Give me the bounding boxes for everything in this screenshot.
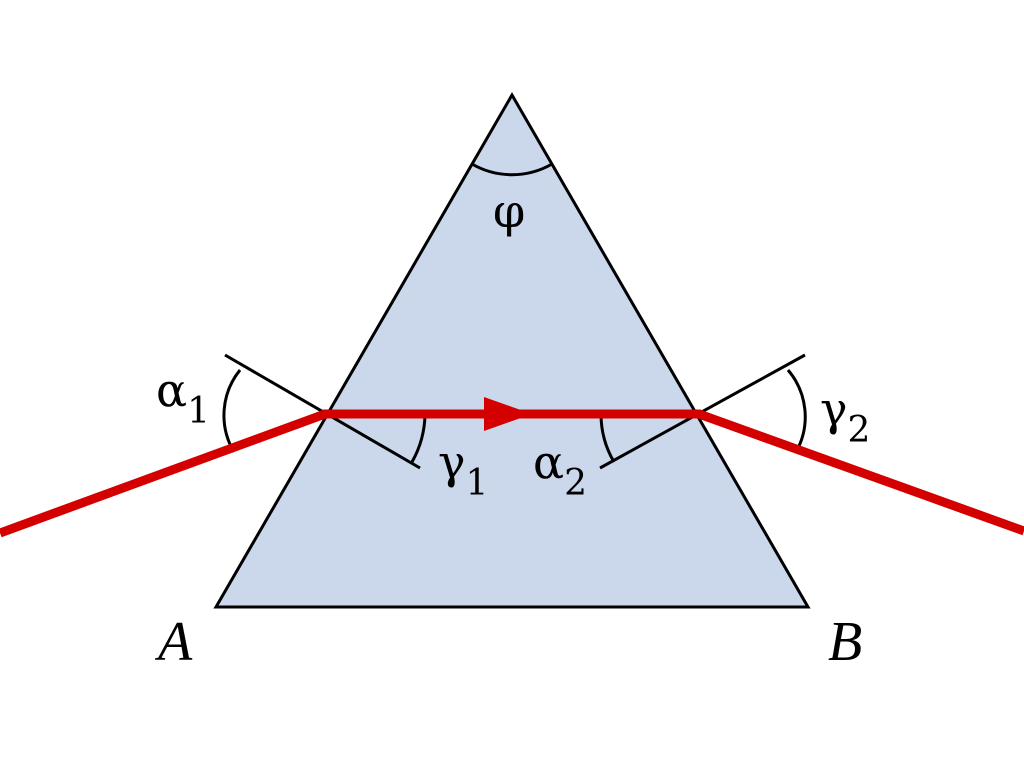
alpha2-label-sub: 2 [564, 463, 587, 504]
prism-triangle [213, 92, 811, 609]
alpha1-label-base: α [156, 363, 187, 417]
gamma2-label-sub: 2 [848, 410, 871, 451]
alpha2-label-base: α [533, 435, 564, 489]
gamma1-label-base: γ [438, 435, 466, 489]
alpha1-arc [222, 369, 242, 453]
ray-direction-arrow-icon [484, 397, 532, 431]
gamma1-label-sub: 1 [466, 463, 489, 504]
vertex-label-a: A [154, 611, 193, 673]
alpha1-label: α1 [156, 363, 210, 432]
apex-angle-label: φ [493, 184, 525, 238]
alpha1-label-sub: 1 [187, 391, 210, 432]
gamma2-label-base: γ [820, 382, 848, 436]
vertex-label-b: B [828, 611, 862, 673]
apex-angle-arc [471, 162, 553, 177]
gamma2-label: γ2 [820, 382, 870, 451]
incident-ray [0, 409, 327, 538]
emergent-ray [697, 409, 1024, 536]
alpha2-label: α2 [533, 435, 587, 504]
gamma2-arc [786, 369, 807, 453]
gamma1-label: γ1 [438, 435, 488, 504]
